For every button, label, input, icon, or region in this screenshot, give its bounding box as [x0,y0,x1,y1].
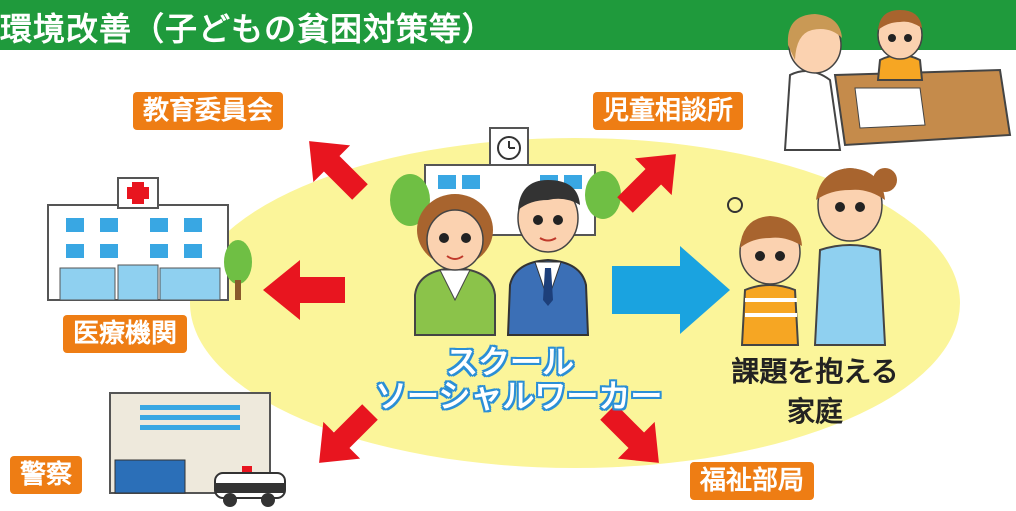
page-title: 環境改善（子どもの貧困対策等） [0,10,496,48]
arrow-to-board-of-education [309,141,368,200]
welfare-department-label: 福祉部局 [690,462,815,500]
family-illustration [727,168,897,346]
arrow-to-police [319,404,378,463]
family-label-line2: 家庭 [786,395,843,428]
family-label: 課題を抱える 家庭 [700,352,930,432]
medical-institution-label: 医療機関 [63,315,188,353]
arrow-to-child-guidance [617,154,676,213]
family-label-line1: 課題を抱える [731,355,899,388]
police-illustration [109,392,286,507]
hospital-illustration [47,177,252,301]
arrow-to-family [612,246,730,334]
child-guidance-center-label: 児童相談所 [593,92,744,130]
header-bar: 環境改善（子どもの貧困対策等） [0,0,1016,50]
social-workers-illustration [414,180,590,336]
arrow-to-medical [263,260,345,320]
board-of-education-label: 教育委員会 [133,92,284,130]
arrow-to-welfare [600,404,659,463]
center-label-line2: ソーシャルワーカー [375,377,663,415]
child-guidance-scene-illustration [783,10,1012,151]
center-label-line1: スクール [445,343,574,381]
police-label: 警察 [10,456,83,494]
school-social-worker-label: スクール ソーシャルワーカー [375,343,663,415]
